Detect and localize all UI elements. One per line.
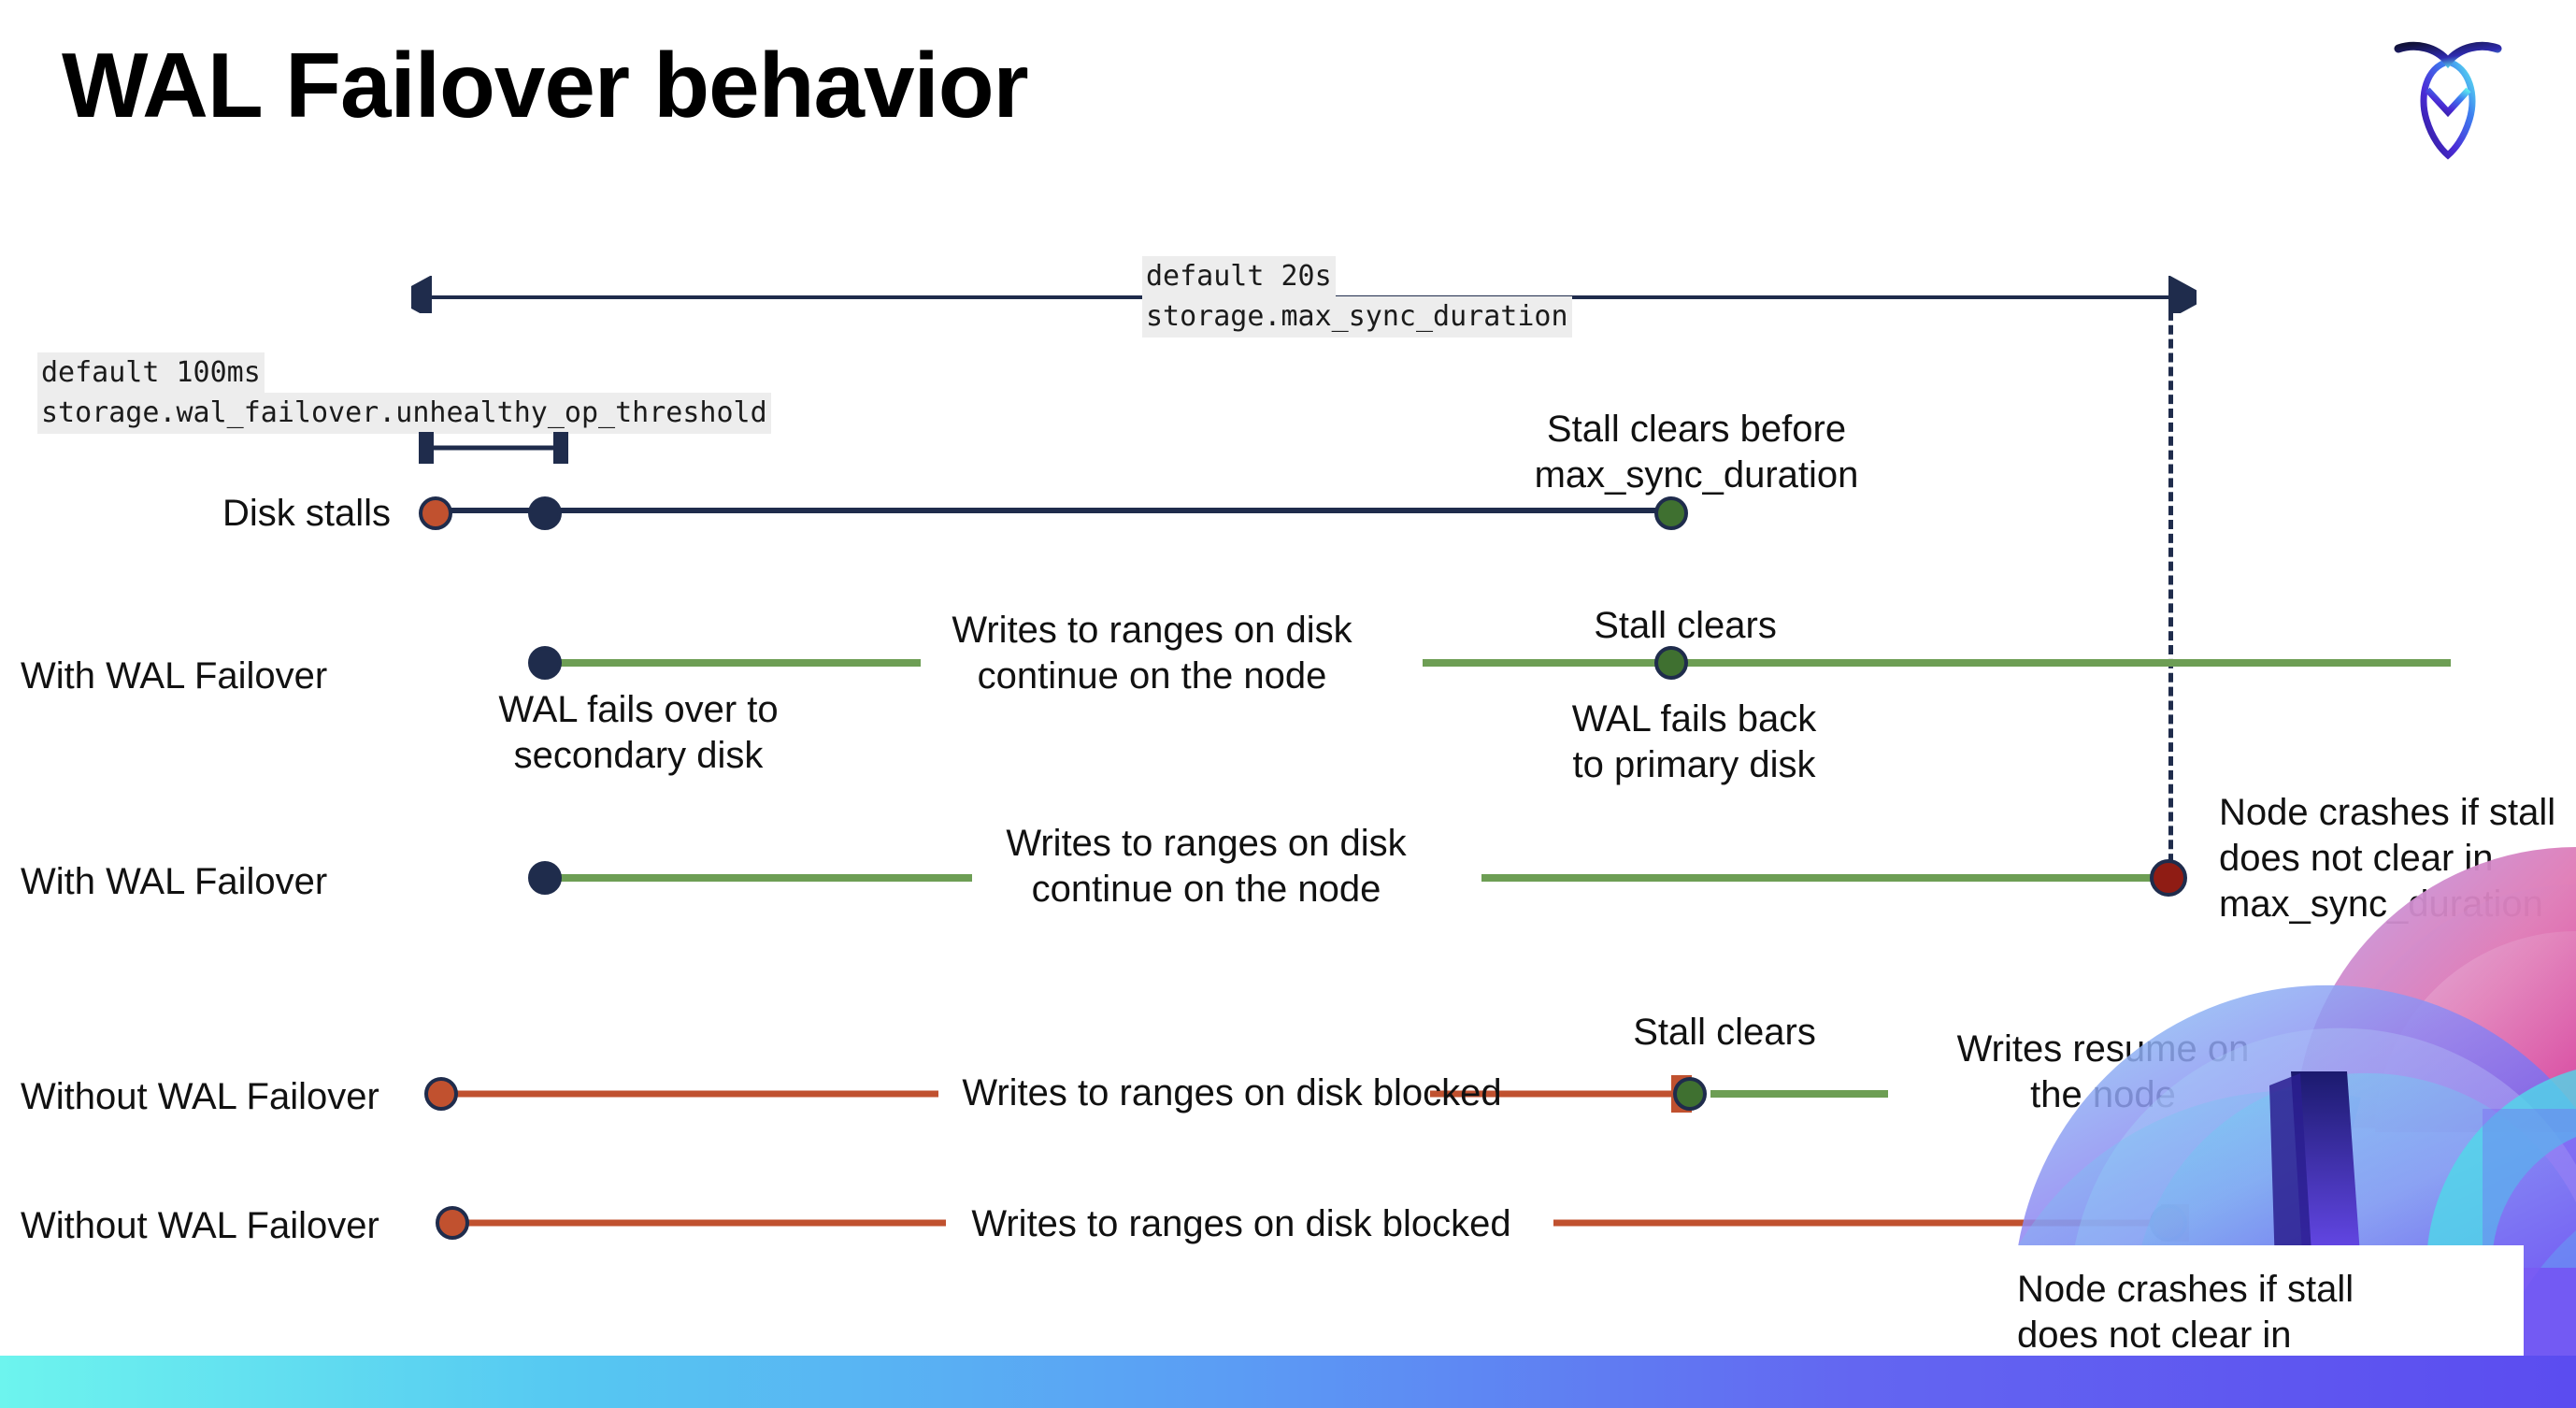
with-wal-failover-1-stall-clear-dot — [1654, 646, 1688, 680]
with-wal-failover-1-timeline-right — [1423, 659, 2451, 667]
note-wal-fails-over-secondary: WAL fails over to secondary disk — [498, 689, 779, 776]
with-wal-failover-1-start-dot — [528, 646, 562, 680]
note-stall-clears-2: Stall clears — [1633, 1012, 1816, 1053]
without-wal-failover-1-start-dot — [424, 1077, 458, 1111]
max-sync-name-chip: storage.max_sync_duration — [1142, 296, 1572, 338]
without-wal-failover-1-stall-clear-dot — [1673, 1077, 1707, 1111]
note-node-crashes-1: Node crashes if stall does not clear in … — [2219, 792, 2556, 925]
max-sync-duration-dashed-guide — [2168, 297, 2173, 877]
unhealthy-op-name-chip: storage.wal_failover.unhealthy_op_thresh… — [37, 393, 771, 434]
note-writes-continue-1: Writes to ranges on disk continue on the… — [952, 610, 1352, 697]
note-stall-clears-1: Stall clears — [1594, 605, 1777, 646]
note-stall-clears-before-max-sync: Stall clears before max_sync_duration — [1534, 409, 1859, 496]
with-wal-failover-1-timeline-left — [542, 659, 921, 667]
note-writes-blocked-2: Writes to ranges on disk blocked — [971, 1203, 1511, 1244]
with-wal-failover-2-start-dot — [528, 861, 562, 895]
note-wal-fails-back-primary: WAL fails back to primary disk — [1571, 698, 1817, 785]
row-label-without-wal-failover-1: Without WAL Failover — [21, 1076, 379, 1117]
max-sync-default-chip: default 20s — [1142, 256, 1336, 297]
without-wal-failover-1-resume-line-far — [2288, 1090, 2449, 1098]
without-wal-failover-1-resume-line — [1710, 1090, 1888, 1098]
disk-stall-timeline — [439, 508, 1673, 513]
disk-stall-start-dot — [419, 496, 452, 530]
row-label-with-wal-failover-1: With WAL Failover — [21, 655, 328, 697]
without-wal-failover-1-blocked-arrow — [439, 1075, 1692, 1113]
row-label-without-wal-failover-2: Without WAL Failover — [21, 1205, 379, 1246]
note-writes-continue-2: Writes to ranges on disk continue on the… — [1006, 823, 1407, 910]
with-wal-failover-2-timeline-right — [1481, 874, 2178, 882]
without-wal-failover-2-crash-dot — [2150, 1204, 2187, 1242]
row-label-disk-stalls: Disk stalls — [222, 493, 392, 534]
cockroachdb-logo-icon — [2387, 26, 2509, 166]
with-wal-failover-2-crash-dot — [2150, 859, 2187, 897]
note-writes-resume: Writes resume on the node — [1956, 1028, 2250, 1115]
unhealthy-op-default-chip: default 100ms — [37, 352, 265, 394]
unhealthy-op-threshold-span-arrow — [419, 432, 568, 464]
bottom-accent-bar — [0, 1356, 2576, 1408]
with-wal-failover-2-timeline-left — [542, 874, 972, 882]
note-writes-blocked-1: Writes to ranges on disk blocked — [962, 1072, 1502, 1113]
row-label-with-wal-failover-2: With WAL Failover — [21, 861, 328, 902]
without-wal-failover-2-start-dot — [436, 1206, 469, 1240]
wal-failover-trigger-dot — [528, 496, 562, 530]
disk-stall-clear-dot — [1654, 496, 1688, 530]
page-title: WAL Failover behavior — [62, 34, 1029, 136]
